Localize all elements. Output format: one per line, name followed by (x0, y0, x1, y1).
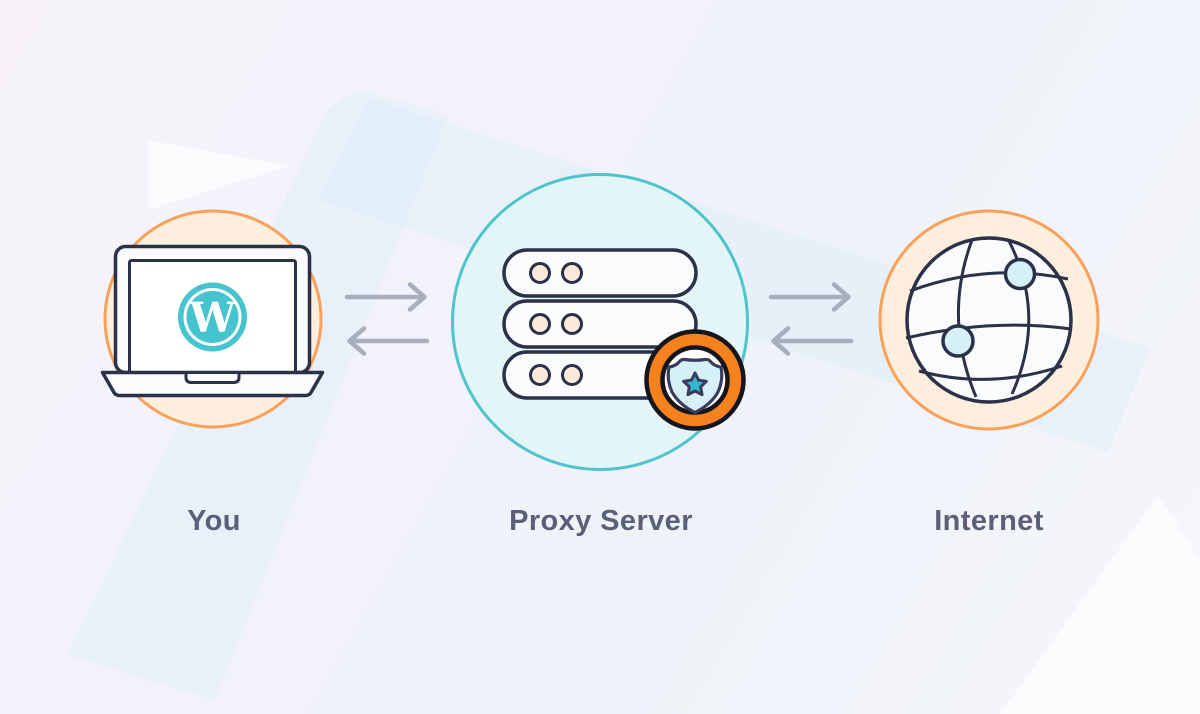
arrow-left-head (347, 326, 367, 356)
server-led (529, 313, 551, 335)
arrow-left-icon (347, 326, 430, 356)
wordpress-logo-icon: W (178, 282, 247, 352)
server-led (561, 262, 583, 284)
arrow-right-icon (768, 282, 851, 312)
background-triangle (148, 140, 290, 210)
globe-node-dot-bottom (941, 324, 975, 358)
arrow-right-head (831, 282, 851, 312)
wordpress-disc (186, 291, 239, 343)
globe-sphere (905, 236, 1073, 404)
arrow-right-icon (344, 282, 427, 312)
server-bar-2 (502, 299, 698, 349)
internet-label: Internet (934, 505, 1044, 537)
background-swath (1000, 495, 1200, 714)
server-bar-1 (502, 248, 698, 298)
arrows-proxy-internet (768, 282, 854, 356)
globe-parallel-middle (905, 323, 1072, 340)
server-led (529, 262, 551, 284)
you-label: You (187, 505, 241, 537)
star-icon (682, 371, 708, 397)
arrows-you-proxy (344, 282, 430, 356)
proxy-server-node (451, 173, 749, 471)
laptop-base-notch (184, 371, 241, 384)
globe-parallel-top (909, 271, 1069, 293)
arrow-left-head (771, 326, 791, 356)
server-led (529, 364, 551, 386)
laptop-icon: W (100, 244, 325, 398)
proxy-server-label: Proxy Server (509, 505, 693, 537)
globe-parallel-bottom (918, 364, 1063, 381)
shield-badge-icon (644, 329, 746, 431)
arrow-left-icon (771, 326, 854, 356)
server-led (561, 313, 583, 335)
internet-node (878, 209, 1100, 431)
wordpress-w-letter: W (188, 294, 236, 342)
globe-icon (905, 236, 1073, 404)
server-led (561, 364, 583, 386)
arrow-right-head (407, 282, 427, 312)
globe-node-dot-top (1003, 257, 1037, 291)
you-node: W (100, 209, 325, 429)
